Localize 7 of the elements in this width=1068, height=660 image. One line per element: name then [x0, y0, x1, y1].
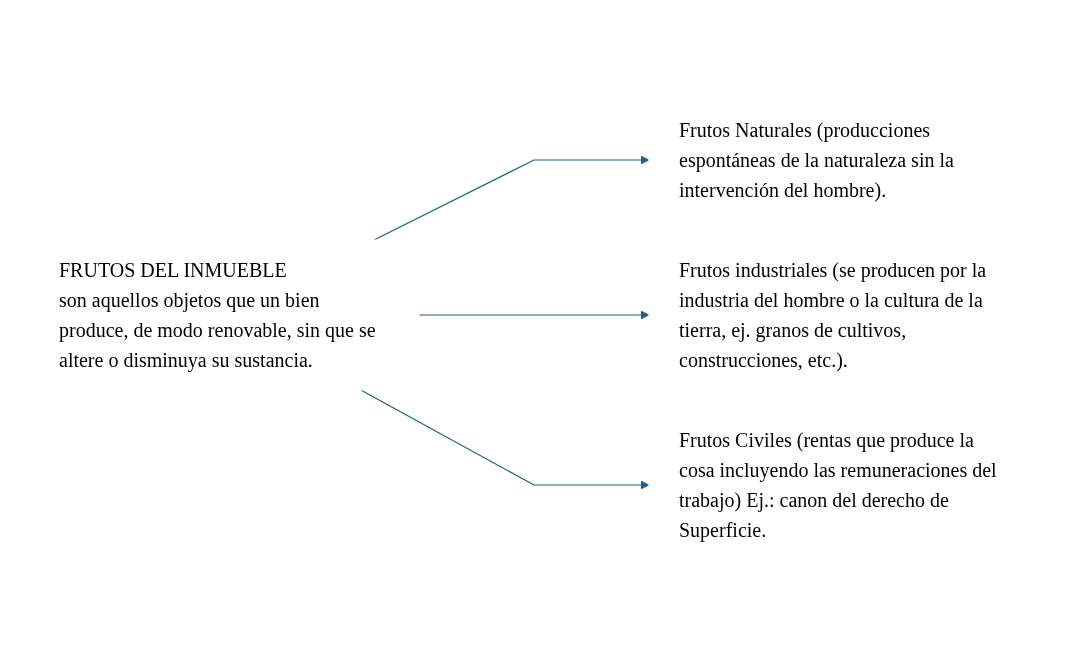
arrow — [360, 389, 650, 490]
node-text: Frutos industriales (se producen por la industria del hombre o la cultura de la tierra, ej. granos de cultivos, construcciones, etc.). — [679, 259, 987, 371]
arrow — [373, 155, 650, 241]
node-text: Frutos Civiles (rentas que produce la cosa incluyendo las remuneraciones del trabajo) Ej.: canon del derecho de Superficie. — [679, 429, 997, 541]
arrow — [418, 310, 650, 320]
node-text: Frutos Naturales (producciones espontáneas de la naturaleza sin la intervención del hombre). — [679, 119, 954, 201]
node-text: FRUTOS DEL INMUEBLE son aquellos objetos que un bien produce, de modo renovable, sin que se altere o disminuya su sustancia. — [59, 259, 376, 371]
